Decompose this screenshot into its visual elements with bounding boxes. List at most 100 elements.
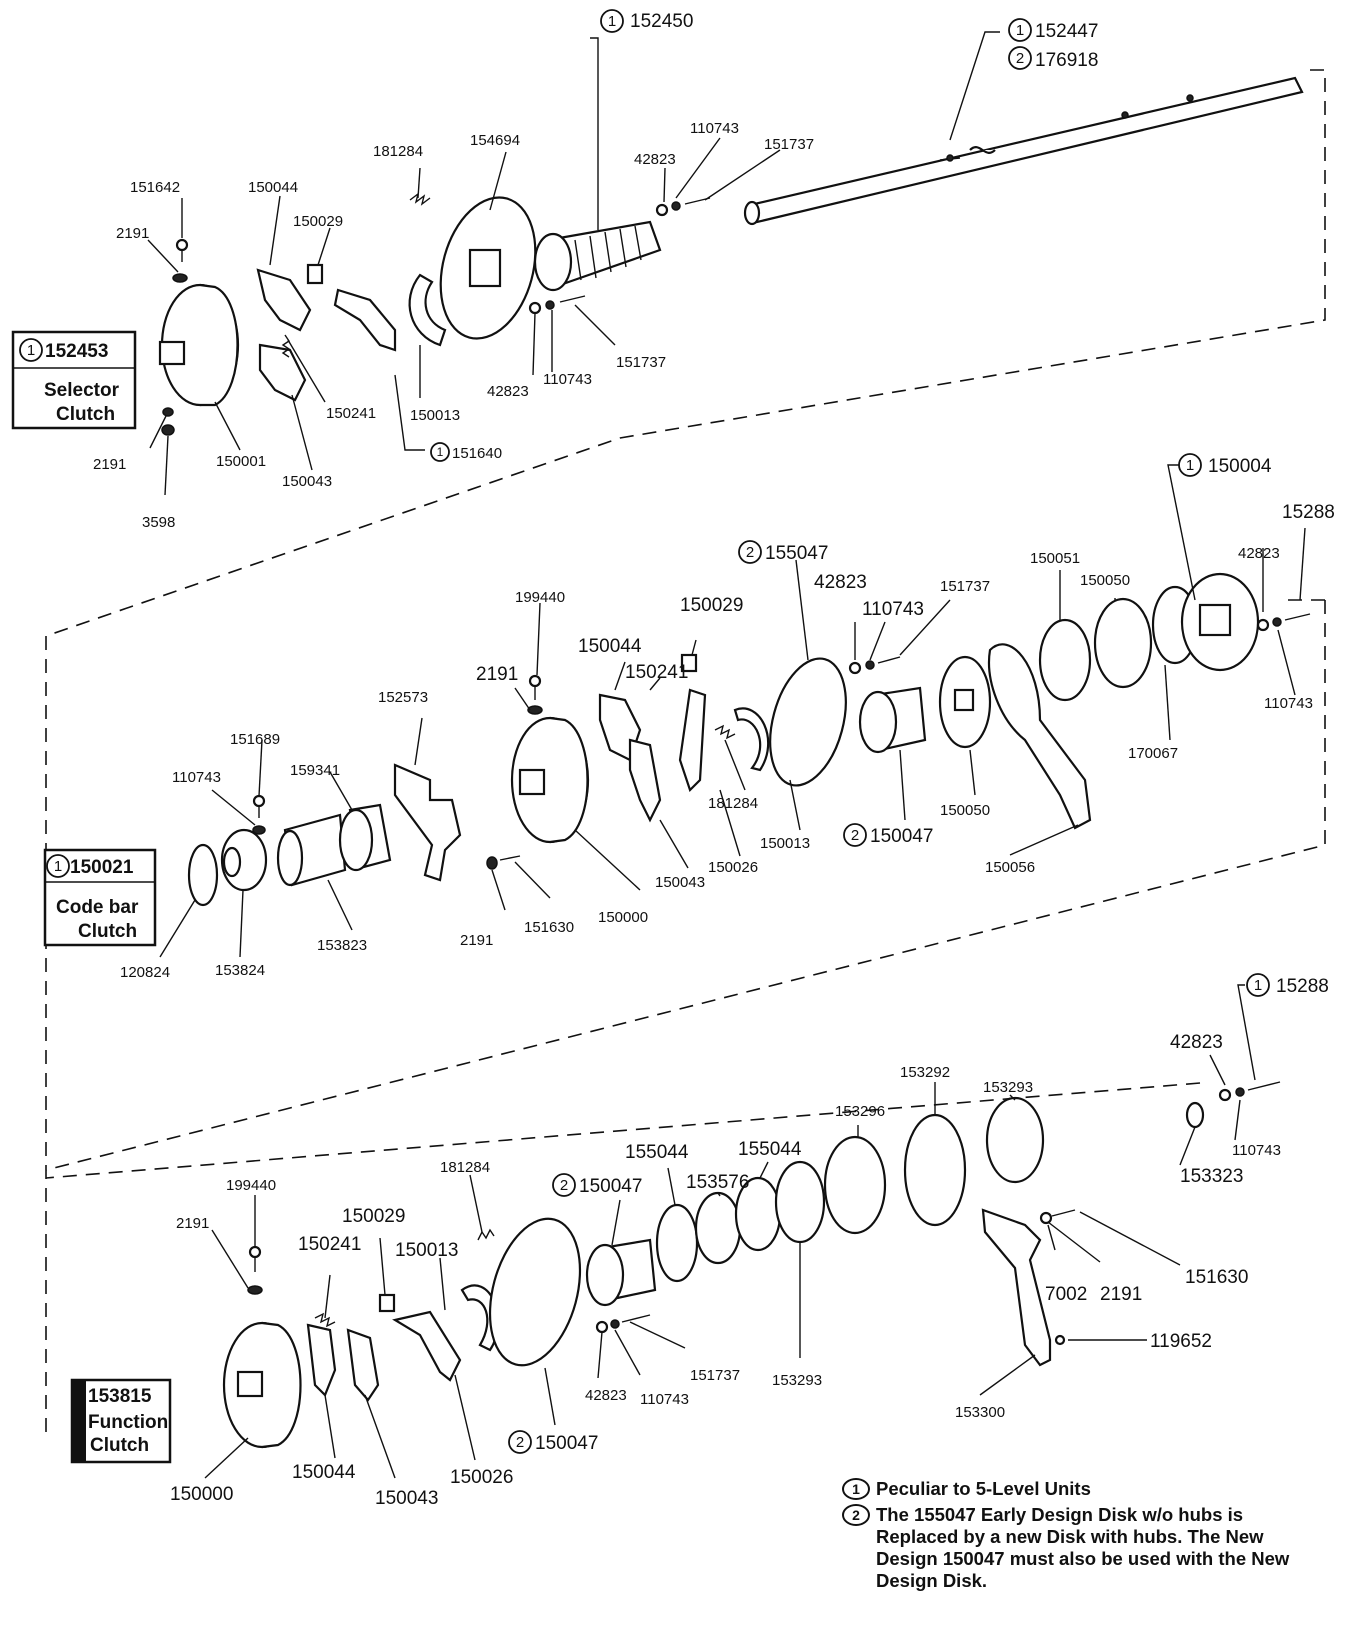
stop-disk: [769, 657, 847, 787]
plate-153293: [985, 1096, 1045, 1184]
svg-text:2: 2: [1016, 50, 1024, 67]
selector-clutch-group: 1 152450 1 152447 2 176918 181284 154694…: [11, 9, 1304, 531]
clutch-shoe-lower: [258, 343, 307, 402]
callout-150047: 2 150047: [552, 1173, 642, 1197]
label-150013: 150013: [395, 1240, 458, 1261]
label-155044: 155044: [625, 1142, 689, 1163]
label-15288: 15288: [1282, 502, 1335, 523]
function-arm: [988, 643, 1092, 830]
label-110743: 110743: [1232, 1142, 1281, 1159]
latch-lever: [678, 688, 707, 793]
label-150241: 150241: [326, 405, 376, 422]
label-151737-lower: 151737: [616, 354, 666, 371]
label-199440: 199440: [515, 589, 565, 606]
label-150000: 150000: [598, 909, 648, 926]
svg-text:1: 1: [1254, 977, 1262, 994]
selector-clutch-box: 1 152453 Selector Clutch: [11, 330, 137, 430]
svg-text:2: 2: [560, 1177, 568, 1194]
cam-sleeve: [533, 220, 662, 292]
svg-text:1: 1: [27, 342, 35, 359]
label-120824: 120824: [120, 964, 170, 981]
label-170067: 170067: [1128, 745, 1178, 762]
label-150029: 150029: [342, 1206, 405, 1227]
label-110743-left: 110743: [172, 769, 221, 786]
function-lever: [981, 1208, 1052, 1367]
svg-text:150021: 150021: [70, 857, 134, 878]
svg-text:1: 1: [54, 858, 62, 875]
label-181284: 181284: [440, 1159, 490, 1176]
label-153823: 153823: [317, 937, 367, 954]
clutch-drum: [158, 283, 240, 407]
label-150013: 150013: [410, 407, 460, 424]
svg-text:Clutch: Clutch: [90, 1435, 149, 1456]
label-153576: 153576: [686, 1172, 749, 1193]
screw-152: [161, 197, 711, 436]
svg-text:176918: 176918: [1035, 50, 1098, 71]
label-181284: 181284: [708, 795, 758, 812]
codebar-leaders: [159, 464, 1306, 958]
label-153293-lower: 153293: [772, 1372, 822, 1389]
callout-176918: 2 176918: [1008, 46, 1098, 71]
label-153292: 153292: [900, 1064, 950, 1081]
label-110743-lower: 110743: [640, 1391, 689, 1408]
function-leaders: [204, 984, 1256, 1479]
function-labels: 1 15288 42823 110743 153292 153293 15329…: [170, 973, 1329, 1509]
label-2191: 2191: [476, 664, 518, 685]
label-150241: 150241: [298, 1234, 361, 1255]
label-152573: 152573: [378, 689, 428, 706]
spring-ring-153292: [903, 1113, 967, 1227]
cam-disk-155044a: [655, 1203, 699, 1283]
clutch-shoe: [256, 268, 312, 332]
label-150050-lower: 150050: [940, 802, 990, 819]
label-150026: 150026: [450, 1467, 513, 1488]
clutch-drum: [222, 1321, 302, 1449]
label-150029: 150029: [293, 213, 343, 230]
svg-text:151640: 151640: [452, 445, 502, 462]
svg-text:150047: 150047: [535, 1433, 598, 1454]
label-150050: 150050: [1080, 572, 1130, 589]
label-153824: 153824: [215, 962, 265, 979]
cam-disk-153296: [823, 1135, 887, 1235]
svg-text:2: 2: [516, 1434, 524, 1451]
washer-153323: [1185, 1101, 1205, 1129]
footnote-1: 1 Peculiar to 5-Level Units: [842, 1478, 1312, 1500]
footnote-2: 2 The 155047 Early Design Disk w/o hubs …: [842, 1504, 1312, 1592]
svg-text:Function: Function: [88, 1412, 168, 1433]
latch-lever: [408, 273, 447, 347]
selector-labels: 1 152450 1 152447 2 176918 181284 154694…: [93, 9, 1098, 531]
cam-hub: [585, 1238, 657, 1307]
svg-text:155047: 155047: [765, 543, 828, 564]
bearing: [338, 803, 392, 872]
function-clutch-group: 1 15288 42823 110743 153292 153293 15329…: [45, 973, 1329, 1509]
label-155044-b: 155044: [738, 1139, 802, 1160]
label-151630: 151630: [1185, 1267, 1248, 1288]
callout-152450: 1 152450: [600, 9, 693, 33]
label-151642: 151642: [130, 179, 180, 196]
function-clutch-box: 153815 Function Clutch: [70, 1378, 172, 1464]
clutch-spring-top: [477, 1228, 495, 1241]
svg-text:152450: 152450: [630, 11, 693, 32]
label-151737: 151737: [690, 1367, 740, 1384]
svg-text:150047: 150047: [579, 1176, 642, 1197]
label-199440: 199440: [226, 1177, 276, 1194]
footnote-text: Peculiar to 5-Level Units: [876, 1478, 1091, 1499]
label-153296: 153296: [835, 1103, 885, 1120]
latch-ring: [460, 1284, 500, 1352]
svg-text:1: 1: [1016, 22, 1024, 39]
label-151689: 151689: [230, 731, 280, 748]
cam-disk-153576: [694, 1191, 742, 1265]
codebar-clutch-box: 1 150021 Code bar Clutch: [43, 848, 157, 947]
label-150051: 150051: [1030, 550, 1080, 567]
label-150029: 150029: [680, 595, 743, 616]
label-150026: 150026: [708, 859, 758, 876]
ring-gear: [187, 843, 219, 907]
clutch-spring-latch: [306, 263, 324, 285]
stop-disk: [439, 196, 537, 340]
svg-text:2: 2: [746, 544, 754, 561]
group-boundary-line: [45, 600, 1326, 1171]
cam-disk-150051: [1038, 618, 1092, 702]
cam-disk-150050: [1093, 597, 1153, 689]
svg-text:1: 1: [608, 13, 616, 30]
clutch-shoe-lower: [346, 1328, 380, 1402]
